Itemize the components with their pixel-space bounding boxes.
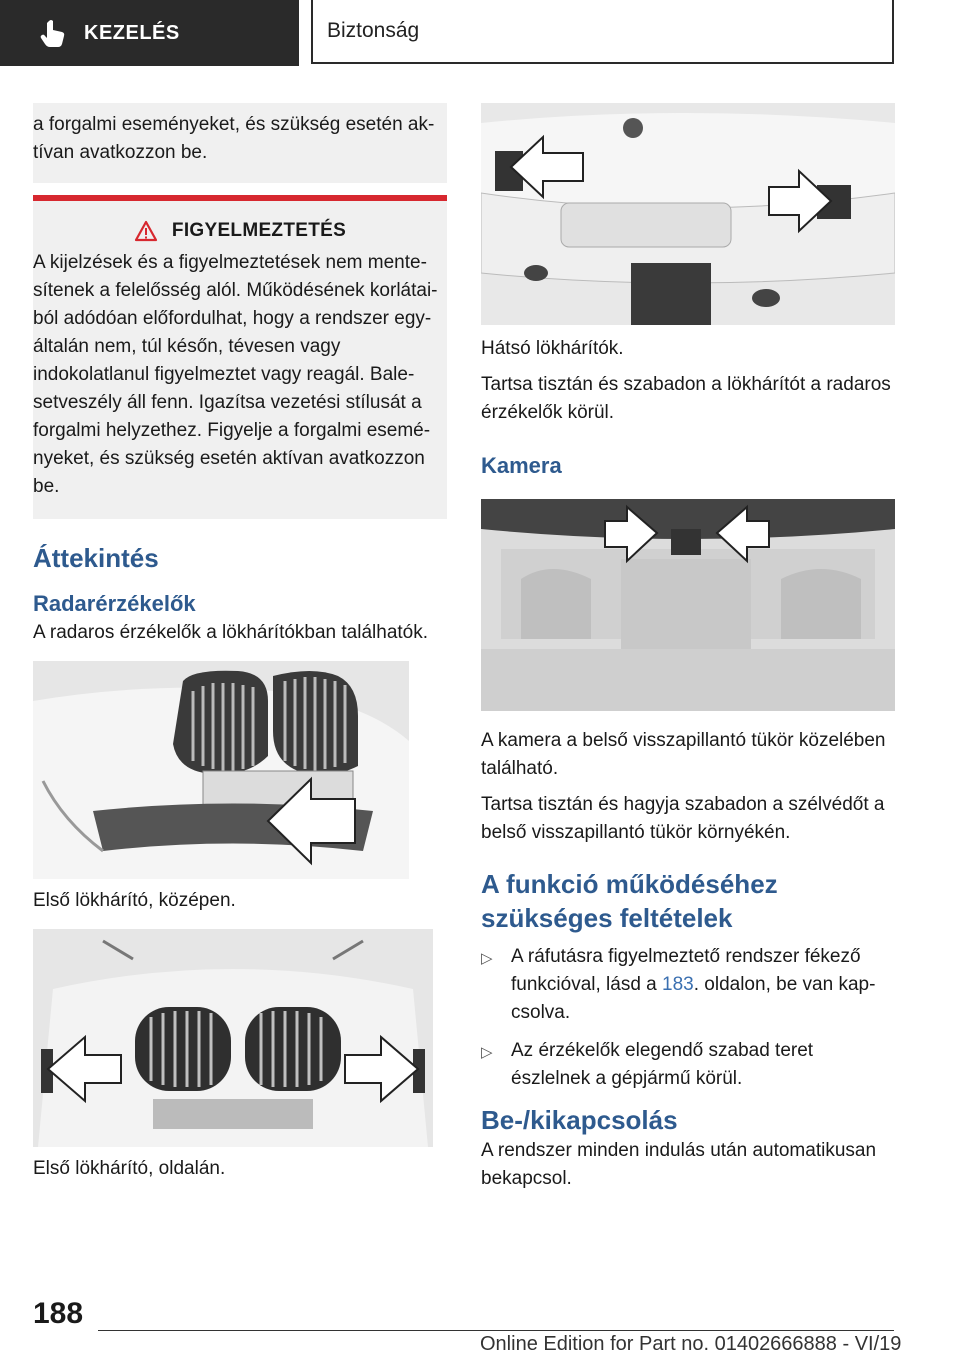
warning-triangle-icon (134, 220, 158, 242)
left-column: a forgalmi eseményeket, és szükség eseté… (33, 103, 447, 1183)
list-item: ▷ A ráfutásra figyelmeztető rendszer fék… (481, 943, 895, 1027)
breadcrumb: Biztonság (311, 0, 894, 64)
hand-pointer-icon (40, 20, 65, 47)
caption-rear: Hátsó lökhárítók. (481, 338, 624, 359)
camera-image (481, 499, 895, 711)
rear-text: Tartsa tisztán és szabadon a lökhárítót … (481, 374, 891, 423)
note-text: a forgalmi eseményeket, és szükség eseté… (33, 114, 435, 163)
footer-divider (98, 1330, 894, 1331)
list-item: ▷ Az érzékelők elegendő szabad teret ész… (481, 1037, 895, 1093)
triangle-bullet-icon: ▷ (481, 950, 493, 967)
camera-heading: Kamera (481, 453, 562, 478)
warning-text: A kijelzések és a figyelmeztetések nem m… (33, 252, 438, 497)
right-column: Hátsó lökhárítók. Tartsa tisztán és szab… (481, 103, 895, 1193)
breadcrumb-label: Biztonság (327, 19, 420, 42)
caption-front-center: Első lökhárító, középen. (33, 890, 236, 911)
section-tab[interactable]: KEZELÉS (0, 0, 299, 66)
conditions-heading: A funkció működéséhez szükséges feltétel… (481, 869, 778, 933)
front-bumper-side-image (33, 929, 433, 1147)
camera-text-1: A kamera a belső visszapillantó tükör kö… (481, 730, 886, 779)
caption-front-side: Első lökhárító, oldalán. (33, 1158, 226, 1179)
warning-box: FIGYELMEZTETÉS A kijelzések és a figyelm… (33, 195, 447, 519)
front-bumper-center-image (33, 661, 409, 879)
onoff-text: A rendszer minden indulás után automatik… (481, 1140, 877, 1189)
radar-heading: Radarérzékelők (33, 591, 196, 616)
condition-2-text: Az érzékelők elegendő szabad teret észle… (511, 1040, 814, 1089)
overview-heading: Áttekintés (33, 543, 159, 573)
onoff-heading: Be-/kikapcsolás (481, 1105, 678, 1135)
warning-heading: FIGYELMEZTETÉS (33, 217, 447, 245)
conditions-list: ▷ A ráfutásra figyelmeztető rendszer fék… (481, 943, 895, 1093)
edition-text: Online Edition for Part no. 01402666888 … (480, 1333, 902, 1355)
page-link[interactable]: 183 (662, 974, 694, 995)
note-box: a forgalmi eseményeket, és szükség eseté… (33, 103, 447, 183)
rear-bumper-image (481, 103, 895, 325)
camera-text-2: Tartsa tisztán és hagyja szabadon a szél… (481, 794, 885, 843)
section-label: KEZELÉS (84, 21, 180, 44)
warning-title: FIGYELMEZTETÉS (171, 220, 347, 241)
condition-1-text: A ráfutásra figyelmeztető rendszer fékez… (511, 946, 861, 995)
condition-1-text-end: . oldalon, be van kap-csolva. (511, 974, 876, 1023)
radar-text: A radaros érzékelők a lökhárítókban talá… (33, 622, 429, 643)
page-number: 188 (33, 1297, 84, 1330)
triangle-bullet-icon: ▷ (481, 1044, 493, 1061)
